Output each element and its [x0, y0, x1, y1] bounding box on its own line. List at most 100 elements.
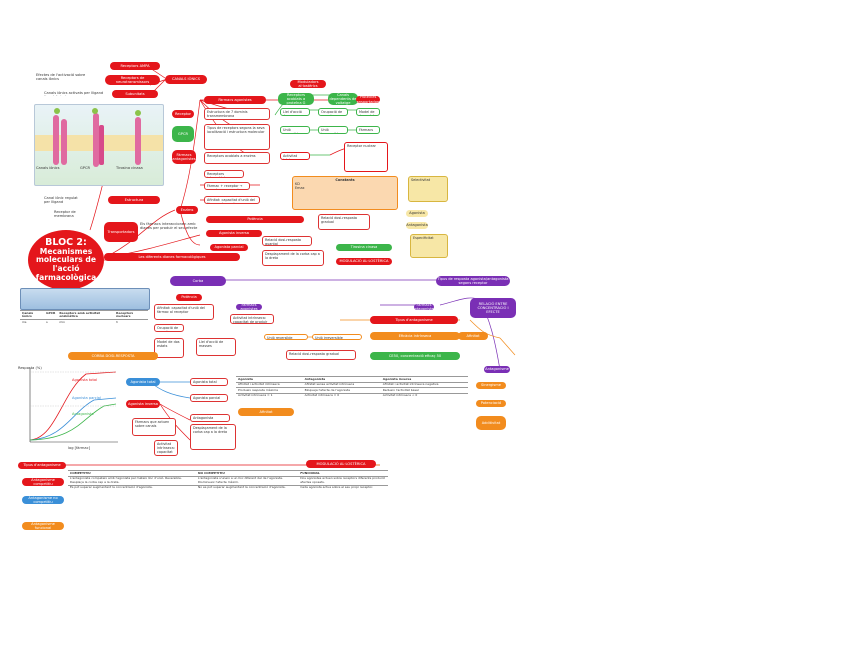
- node-pill: Agonista: [406, 210, 428, 217]
- note-box: Activitat intrínseca: capacitat de produ…: [280, 152, 310, 160]
- node-text: Canal iònic regulat per lligand: [44, 196, 84, 204]
- illus-caption: Canals iònics: [36, 166, 76, 180]
- graph-series-label: Agonista total: [72, 378, 108, 383]
- node-pill: Agonista total: [126, 378, 160, 386]
- note-box: Activitat intrínseca: capacitat de produ…: [230, 314, 274, 324]
- table-cell: Activitat intrínseca = 1: [236, 393, 303, 398]
- note-box: Unió irreversible: [318, 126, 348, 134]
- node-pill: Antagonisme no competitiu: [22, 496, 64, 504]
- node-text: Els fàrmacs interaccionen amb dianes per…: [140, 222, 204, 244]
- table-cell: ms: [20, 320, 44, 325]
- node-pill: Potenciació: [476, 400, 506, 407]
- agonist-table: Agonista Antagonista Agonista inversa Af…: [236, 376, 468, 398]
- note-box: Tipus de receptors segons la seva locali…: [204, 124, 270, 150]
- graph-series-label: Antagonista: [72, 412, 108, 417]
- node-pill: Afinitat: [238, 408, 294, 416]
- node-pill: Receptors AMPA: [110, 62, 160, 70]
- node-pill: Fàrmacs agonistes: [204, 96, 266, 104]
- note-box: Relació dosi-resposta gradual: [286, 350, 356, 360]
- node-pill: Tipus de resposta agonista/antagonista s…: [436, 276, 510, 286]
- node-pill: Afinitat: [458, 332, 488, 340]
- node-pill: Antagonisme competitiu: [22, 478, 64, 486]
- section-band: Tipus d'antagonisme: [18, 462, 66, 469]
- node-pill: Tipus d'antagonisme: [370, 316, 458, 324]
- table-cell: Cada agonista actua sobre el seu propi r…: [298, 485, 388, 490]
- table-header: GPCR: [44, 311, 57, 320]
- node-pill: Receptor: [172, 110, 194, 118]
- node-pill: Proteïnes transportadores: [356, 96, 380, 103]
- node-pill: Corba: [170, 276, 226, 286]
- graph-series-label: Agonista parcial: [72, 396, 108, 401]
- node-pill: Potència: [206, 216, 304, 223]
- note-box: Fàrmacs que actuen sobre canals: [356, 126, 380, 134]
- section-band: CORBA DOSI-RESPOSTA: [68, 352, 158, 360]
- bloc-title-line: farmacològica: [36, 274, 96, 283]
- note-box: Receptors acoblats a enzims: [204, 152, 270, 164]
- table-header: Receptors amb activitat enzimàtica: [57, 311, 114, 320]
- note-box: Unió reversible: [280, 126, 310, 134]
- node-pill: CANALS IÒNICS: [165, 75, 207, 84]
- note-box: Relació dosi-resposta quantal: [262, 236, 312, 246]
- note-box: Model de dos estats: [356, 108, 380, 116]
- note-box: Ocupació de receptors: [154, 324, 184, 332]
- table-cell: No es pot superar augmentant la concentr…: [196, 485, 298, 490]
- node-text: Efectes de l'activació sobre canals iòni…: [36, 73, 96, 82]
- illus-caption: GPCR: [80, 166, 110, 180]
- table-header: Canals iònics: [20, 311, 44, 320]
- node-pill: CE50, concentració eficaç 50: [370, 352, 460, 360]
- note-box: Afinitat: capacitat d'unió del fàrmac al…: [154, 304, 214, 320]
- note-box: Unió reversible: [264, 334, 308, 340]
- note-box: Antagonista: [190, 414, 230, 422]
- dose-response-graph: [16, 362, 122, 454]
- node-pill: Fàrmacs antagonistes: [172, 150, 196, 164]
- note-box: Agonista parcial: [190, 394, 228, 402]
- table-cell: Es pot superar augmentant la concentraci…: [68, 485, 196, 490]
- yellow-note: Especificitat: [410, 234, 448, 258]
- constants-box: Constants KD Emax: [292, 176, 398, 210]
- node-pill: Enzims: [176, 206, 198, 214]
- table-header: Receptors nuclears: [114, 311, 148, 320]
- note-box: Activitat intrínseca: capacitat de produ…: [154, 440, 178, 456]
- table-cell: L'antagonista s'uneix a un lloc diferent…: [196, 476, 298, 485]
- node-pill: Agonista inversa: [206, 230, 262, 237]
- node-pill: Canals dependents de voltatge: [328, 93, 358, 105]
- table-cell: Activitat intrínseca < 0: [381, 393, 468, 398]
- note-box: Llei d'acció de masses: [280, 108, 310, 116]
- section-band: Les diferents dianes farmacològiques: [104, 253, 240, 261]
- node-pill: Moduladors al·lostèrics: [290, 80, 326, 88]
- note-box: Llei d'acció de masses: [196, 338, 236, 356]
- note-box: Agonista total: [190, 378, 228, 386]
- node-pill: Receptors acoblats a proteïna G: [278, 93, 314, 105]
- node-pill: Additivitat: [476, 416, 506, 430]
- table-cell: s: [44, 320, 57, 325]
- node-pill: Estructura: [108, 196, 160, 204]
- node-pill: Antagonista: [406, 222, 428, 229]
- yellow-note: Selectivitat: [408, 176, 448, 202]
- table-cell: Activitat intrínseca = 0: [303, 393, 381, 398]
- note-box: Desplaçament de la corba cap a la dreta: [190, 424, 236, 450]
- node-pill: Eficàcia intrínseca: [370, 332, 460, 340]
- node-pill: Receptors de neurotransmissors: [105, 75, 160, 85]
- node-pill: MODULACIÓ AL·LOSTÈRICA: [336, 258, 392, 265]
- node-pill: Potència: [176, 294, 202, 301]
- table-cell: Dos agonistes actuen sobre receptors dif…: [298, 476, 388, 485]
- table-cell: L'antagonista competeix amb l'agonista p…: [68, 476, 196, 485]
- section-band: MODULACIÓ AL·LOSTÈRICA: [306, 460, 376, 468]
- membrane-strip: [20, 288, 150, 310]
- note-box: Relació dosi-resposta gradual: [318, 214, 370, 230]
- note-box: Receptor nuclear: [344, 142, 388, 172]
- table-cell: h: [114, 320, 148, 325]
- note-box: Fàrmacs que actuen sobre canals: [132, 418, 176, 436]
- note-box: Ocupació de receptors: [318, 108, 348, 116]
- node-pill: Agonista inversa: [126, 400, 160, 408]
- constants-item: Emax: [295, 186, 395, 190]
- note-box: Estructura de 7 dominis transmembrana: [204, 108, 270, 120]
- node-pill: Antagonisme: [484, 366, 510, 373]
- node-pill: Sinergisme: [476, 382, 506, 389]
- note-box: Afinitat: capacitat d'unió del fàrmac al…: [204, 196, 260, 204]
- node-pill: Transportadors: [104, 222, 138, 242]
- antagonism-table: COMPETITIU NO COMPETITIU FUNCIONAL L'ant…: [68, 470, 388, 490]
- graph-ylabel: Resposta (%): [18, 366, 48, 371]
